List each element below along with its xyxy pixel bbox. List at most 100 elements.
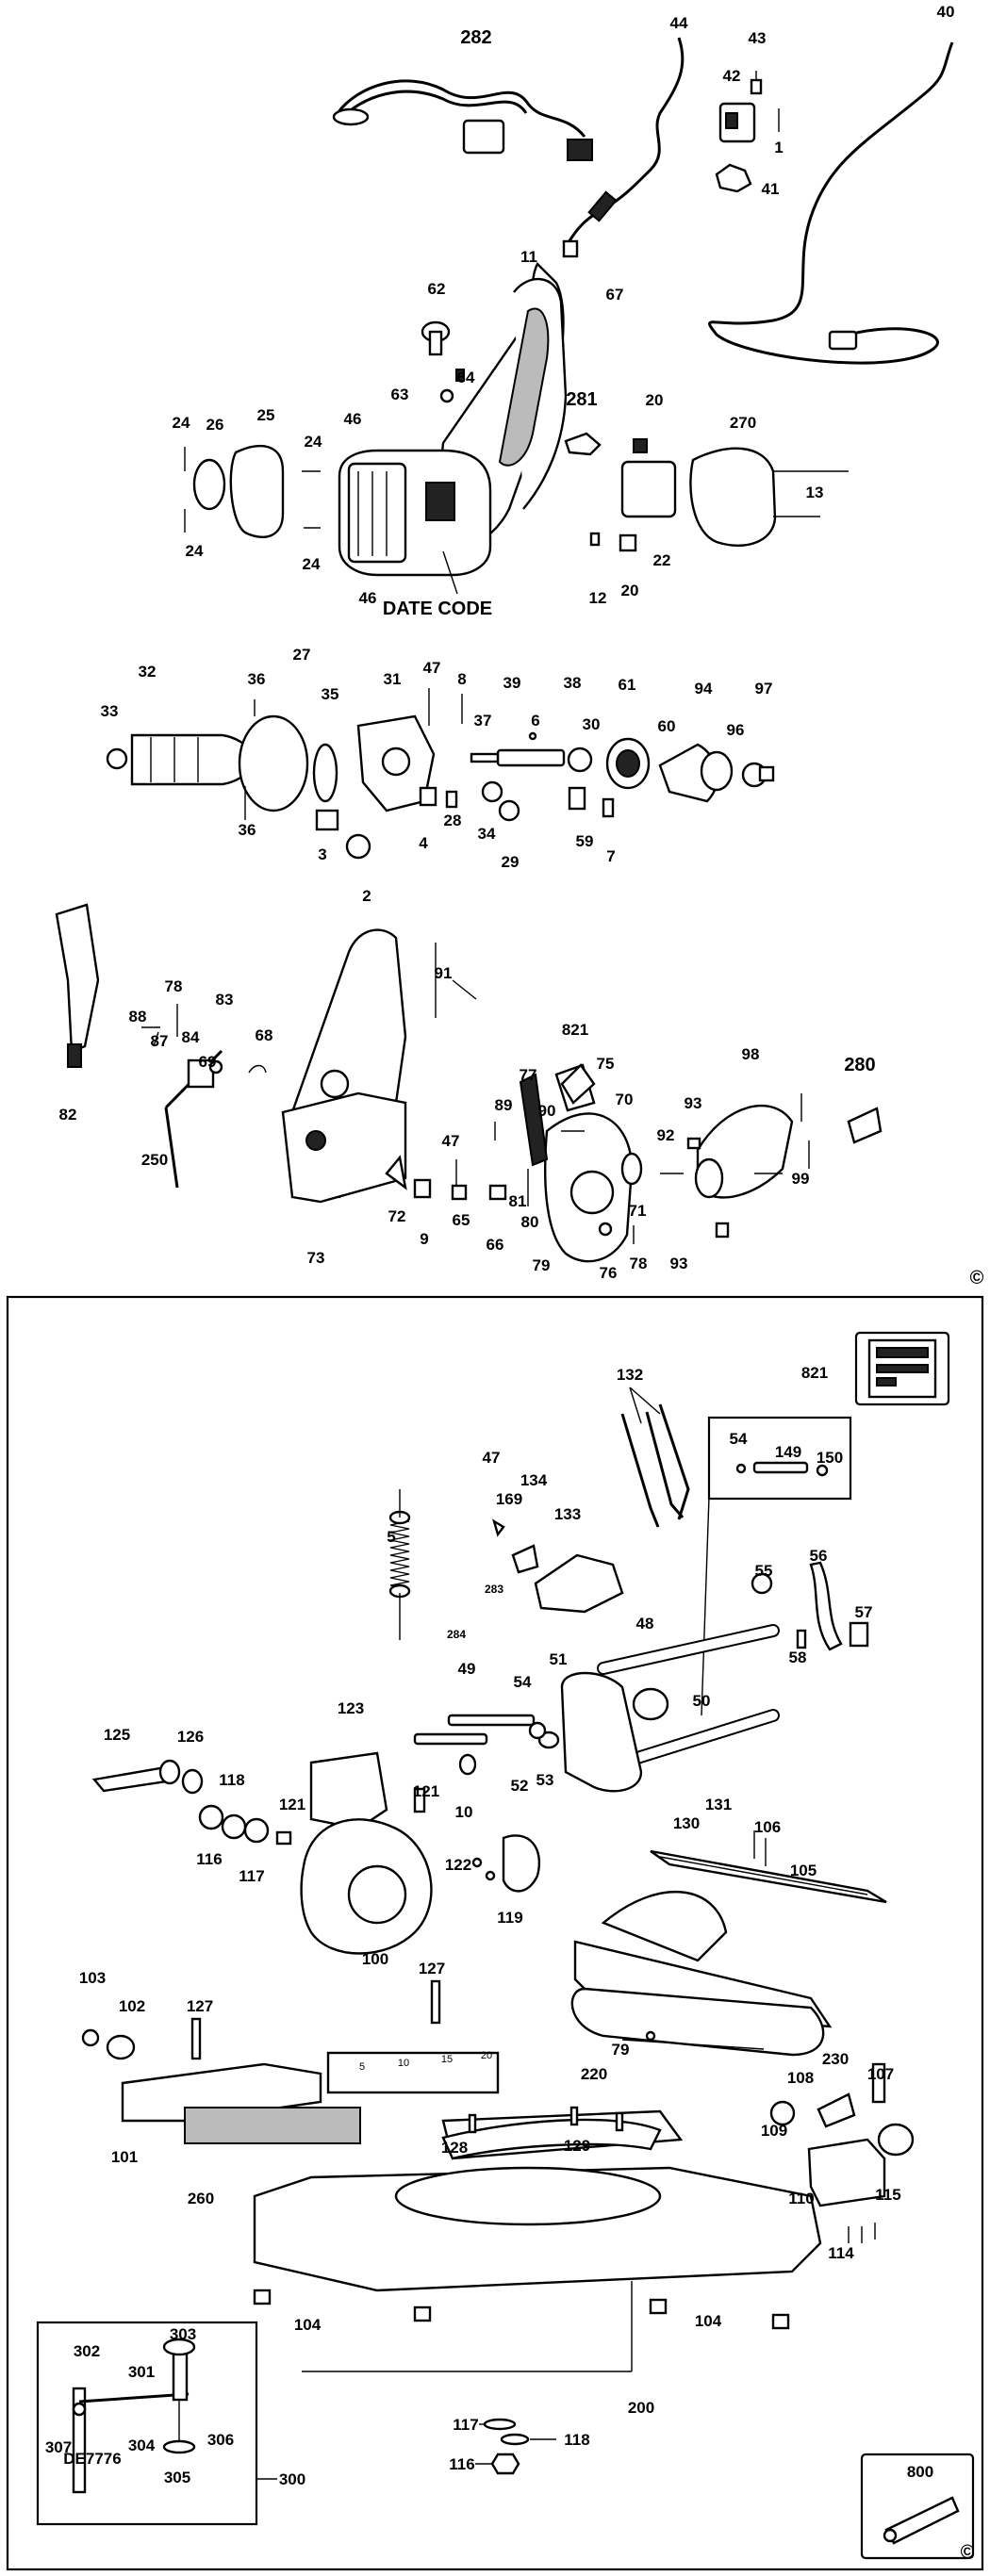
callout: 306: [207, 2431, 234, 2449]
callout: 96: [727, 721, 745, 739]
callout: 125: [104, 1726, 130, 1744]
callout: 127: [419, 1960, 445, 1977]
guard-cover-98: [660, 1093, 810, 1239]
callout: 107: [867, 2065, 894, 2083]
callout: 90: [538, 1102, 556, 1120]
handle-82: [55, 903, 100, 1068]
callout: 250: [141, 1151, 168, 1169]
rails-48: [597, 1561, 869, 1769]
callout: 67: [606, 286, 624, 304]
callout: 24: [303, 555, 321, 573]
armature-row: [106, 688, 775, 860]
callout: 78: [165, 977, 183, 995]
callout: 60: [658, 717, 676, 735]
callout: 102: [119, 1997, 145, 2015]
callout: 79: [612, 2041, 630, 2059]
callout: 76: [600, 1264, 618, 1282]
callout: 26: [206, 416, 224, 434]
callout: 44: [670, 14, 688, 32]
material-clamp-230: [769, 2062, 915, 2243]
callout: 27: [293, 646, 311, 664]
callout: 88: [129, 1008, 147, 1025]
wiring-harness-282: [332, 79, 593, 161]
callout: 302: [74, 2342, 100, 2360]
callout: 127: [187, 1997, 213, 2015]
callout: 284: [447, 1628, 466, 1641]
bevel-bracket-100: [275, 1732, 488, 1955]
callout: 28: [444, 812, 462, 829]
callout: 20: [646, 391, 664, 409]
callout: 41: [762, 180, 780, 198]
callout: 101: [111, 2148, 138, 2166]
callout: 20: [621, 582, 639, 599]
callout: 75: [597, 1055, 615, 1073]
callout: 35: [322, 685, 339, 703]
callout: 36: [239, 821, 256, 839]
upper-section: 282 44 43 40 42 1 41 11 62 67 64 63 281 …: [55, 3, 984, 1288]
callout: 92: [657, 1126, 675, 1144]
callout: 4: [419, 834, 428, 852]
callout: 94: [695, 680, 713, 697]
callout: 77: [520, 1066, 537, 1084]
trunnion-51: [447, 1671, 669, 1793]
callout: 24: [173, 414, 190, 432]
callout: 10: [455, 1803, 473, 1821]
callout: 105: [790, 1862, 817, 1879]
callout: 93: [670, 1255, 688, 1272]
callout: 128: [441, 2139, 468, 2157]
upper-callout-labels: 282 44 43 40 42 1 41 11 62 67 64 63 281 …: [59, 3, 984, 1288]
callout: 49: [458, 1660, 476, 1678]
handle-125: [91, 1759, 270, 1844]
callout: 303: [170, 2325, 196, 2343]
callout: 106: [754, 1818, 781, 1836]
copyright-mark: ©: [961, 2542, 975, 2563]
callout: 48: [636, 1615, 654, 1633]
knob-62: [421, 320, 465, 403]
callout: 51: [550, 1650, 568, 1668]
callout: 68: [256, 1026, 273, 1044]
callout: 93: [685, 1094, 702, 1112]
callout: 270: [730, 414, 756, 432]
callout: 103: [79, 1969, 106, 1987]
accessory-800-box: [860, 2453, 975, 2560]
spring-5: [388, 1489, 411, 1640]
callout: 70: [616, 1091, 634, 1108]
callout: 78: [630, 1255, 648, 1272]
callout: 31: [384, 670, 402, 688]
ruler-tick: 15: [441, 2054, 453, 2065]
callout: 99: [792, 1170, 810, 1188]
callout: 80: [521, 1213, 539, 1231]
callout: 36: [248, 670, 266, 688]
callout: 109: [761, 2122, 787, 2140]
linkage-250: [141, 1004, 267, 1189]
callout: 6: [531, 712, 539, 730]
callout: 71: [629, 1202, 647, 1220]
callout: 7: [606, 847, 615, 865]
callout: 1: [774, 139, 783, 156]
callout: 300: [279, 2470, 305, 2488]
callout: DE7776: [63, 2450, 121, 2468]
callout: 280: [844, 1055, 875, 1075]
callout: 69: [199, 1053, 217, 1071]
callout: 800: [907, 2463, 933, 2481]
callout: 200: [628, 2399, 654, 2417]
callout: 132: [617, 1366, 643, 1384]
callout: 283: [485, 1583, 503, 1596]
callout: 25: [257, 406, 275, 424]
hex-wrenches-132: [620, 1386, 690, 1528]
callout: 52: [511, 1777, 529, 1795]
callout: 24: [186, 542, 204, 560]
callout: 114: [828, 2244, 854, 2262]
callout: 24: [305, 433, 322, 451]
callout: 34: [478, 825, 496, 843]
callout: 118: [219, 1771, 244, 1789]
callout: 150: [817, 1449, 843, 1467]
callout: 5: [387, 1528, 395, 1546]
callout: 220: [581, 2065, 607, 2083]
callout: 123: [338, 1699, 364, 1717]
callout: 87: [151, 1032, 169, 1050]
callout: 62: [428, 280, 446, 298]
small-parts-lower-left: [385, 1155, 507, 1201]
rail-pin-inset: [701, 1416, 852, 1716]
